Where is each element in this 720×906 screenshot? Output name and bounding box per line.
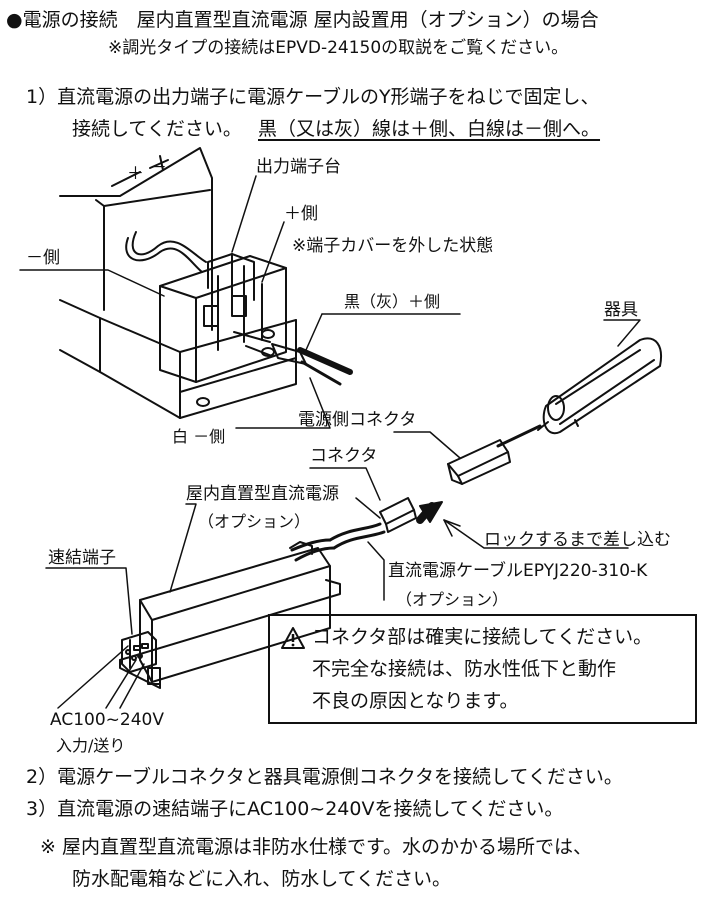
white-minus-label: 白 －側 [172, 427, 226, 446]
dc-power-supply-drawing [119, 541, 341, 689]
minus-side-label: －側 [26, 248, 60, 268]
step-2: 2）電源ケーブルコネクタと器具電源側コネクタを接続してください。 [26, 766, 623, 788]
step-1-line-2a: 接続してください。 [72, 118, 242, 140]
power-side-connector-label: 電源側コネクタ [298, 410, 417, 430]
caution-line-3: 不良の原因となります。 [312, 690, 519, 712]
dc-cable-label: 直流電源ケーブルEPYJ220-310-K [388, 561, 648, 581]
option-label-2: （オプション） [396, 590, 509, 609]
fixture-drawing [537, 337, 662, 435]
power-supply-closeup [59, 147, 307, 419]
step-1-line-2b: 黒（又は灰）線は＋側、白線は－側へ。 [258, 118, 601, 140]
ac-input-label: AC100~240V [50, 710, 164, 730]
caution-line-2: 不完全な接続は、防水性低下と動作 [312, 658, 617, 680]
dimmer-note: ※調光タイプの接続はEPVD-24150の取説をご覧ください。 [108, 38, 569, 58]
caution-line-1: コネクタ部は確実に接続してください。 [312, 626, 653, 648]
black-plus-label: 黒（灰）＋側 [344, 292, 441, 311]
dc-power-label: 屋内直置型直流電源 [186, 484, 339, 504]
power-side-connector-drawing [447, 439, 511, 485]
cable-connector-drawing [379, 497, 417, 533]
fixture-label: 器具 [604, 300, 638, 320]
connector-label: コネクタ [310, 446, 378, 466]
waterproof-note-1: ※ 屋内直置型直流電源は非防水仕様です。水のかかる場所では、 [40, 836, 593, 858]
plus-side-label: ＋側 [284, 204, 318, 224]
io-label: 入力/送り [56, 736, 126, 755]
warning-icon [281, 627, 305, 649]
quick-terminal-label: 速結端子 [48, 548, 116, 568]
cover-removed-label: ※端子カバーを外した状態 [292, 236, 494, 256]
option-label-1: （オプション） [198, 512, 311, 531]
waterproof-note-2: 防水配電箱などに入れ、防水してください。 [72, 868, 452, 890]
box-minus-label: － [150, 158, 167, 178]
step-3: 3）直流電源の速結端子にAC100~240Vを接続してください。 [26, 798, 564, 820]
box-plus-label: ＋ [127, 164, 144, 184]
caution-box: コネクタ部は確実に接続してください。 不完全な接続は、防水性低下と動作 不良の原… [268, 614, 697, 724]
section-title: ●電源の接続 屋内直置型直流電源 屋内設置用（オプション）の場合 [6, 9, 599, 31]
output-terminal-label: 出力端子台 [256, 157, 341, 177]
step-1-line-1: 1）直流電源の出力端子に電源ケーブルのY形端子をねじで固定し、 [26, 86, 600, 108]
lock-insert-label: ロックするまで差し込む [484, 530, 671, 550]
